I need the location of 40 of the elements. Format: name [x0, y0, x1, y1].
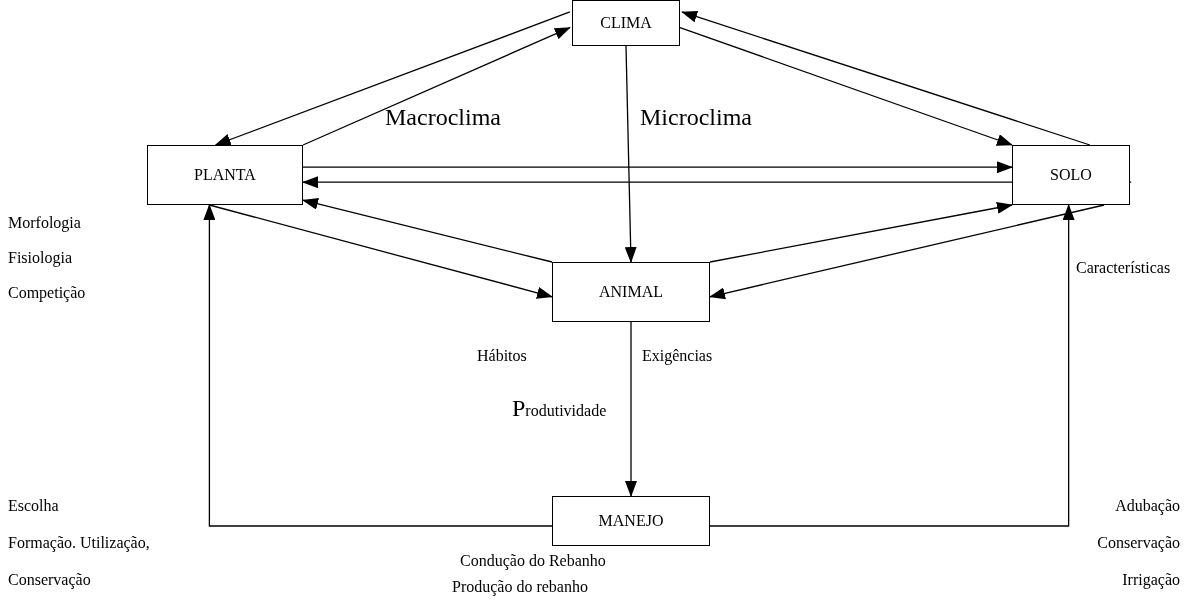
arrow — [709, 204, 1075, 527]
arrow — [625, 321, 637, 497]
text-label: Morfologia — [8, 214, 81, 232]
box-label: ANIMAL — [599, 283, 663, 301]
arrow — [302, 161, 1013, 174]
text-label: Escolha — [8, 497, 59, 515]
text-label: Características — [1076, 259, 1171, 277]
text-label: Hábitos — [477, 347, 527, 365]
text-label: Conservação — [1097, 534, 1180, 552]
arrow — [208, 204, 553, 299]
text-label: Exigências — [642, 347, 713, 365]
arrow — [679, 26, 1013, 146]
text-label: Formação. Utilização, — [8, 534, 150, 552]
text-label: Condução do Rebanho — [460, 552, 606, 570]
arrow — [214, 11, 571, 146]
text-label: Irrigação — [1122, 571, 1180, 589]
text-label: Conservação — [8, 571, 91, 589]
text-label: Microclima — [640, 104, 752, 131]
text-label: Adubação — [1115, 497, 1180, 515]
process-box — [147, 145, 303, 205]
arrow — [302, 198, 553, 263]
text-label: Macroclima — [385, 104, 501, 131]
text-label: Fisiologia — [8, 249, 72, 267]
process-box — [1012, 145, 1130, 205]
arrow — [681, 10, 1091, 146]
process-box — [572, 0, 680, 46]
text-label: Competição — [8, 284, 86, 302]
box-label: MANEJO — [598, 512, 664, 530]
text-label: Produção do rebanho — [452, 578, 588, 596]
arrow — [203, 204, 553, 527]
process-box — [552, 262, 710, 322]
arrow — [709, 201, 1013, 263]
process-box — [552, 496, 710, 546]
text-label: Produtividade — [512, 395, 607, 422]
box-label: CLIMA — [600, 14, 652, 32]
arrow — [624, 45, 637, 263]
arrow — [302, 26, 571, 146]
box-label: PLANTA — [194, 166, 256, 184]
arrow — [709, 204, 1105, 300]
box-label: SOLO — [1050, 166, 1092, 184]
